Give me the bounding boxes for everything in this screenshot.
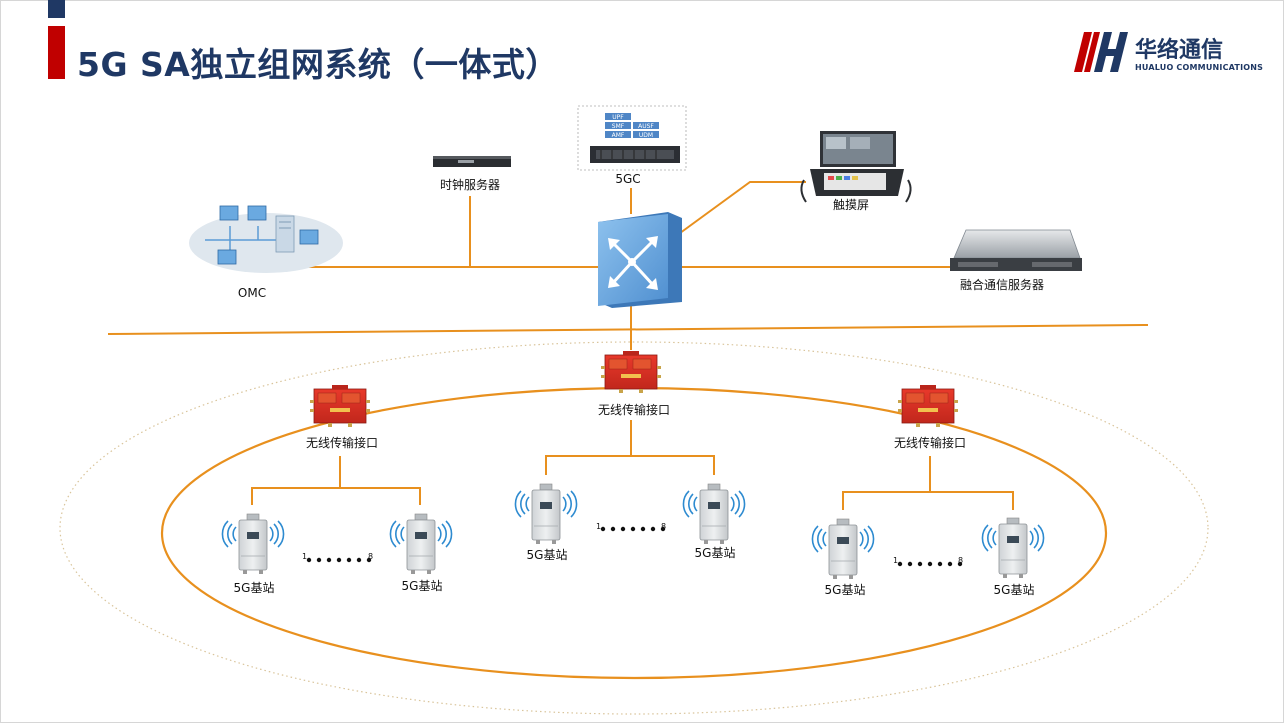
network-separator-line xyxy=(107,324,1149,335)
core-fn-amf: AMF xyxy=(612,132,625,139)
base-station-ellipsis xyxy=(306,557,372,563)
base-station-label: 5G基站 xyxy=(994,583,1035,597)
touch-screen-icon xyxy=(800,131,912,203)
base-station-icon xyxy=(682,483,746,545)
fusion-server-label: 融合通信服务器 xyxy=(960,277,1044,292)
wireless-interface-left-label: 无线传输接口 xyxy=(306,435,378,450)
base-station-range-start: 1 xyxy=(596,522,601,531)
omc-label: OMC xyxy=(238,286,266,300)
coverage-ring xyxy=(160,386,1108,680)
core-5gc-icon: UPF SMF AUSF AMF UDM xyxy=(577,105,687,171)
page-title: 5G SA独立组网系统（一体式） xyxy=(77,45,559,84)
coverage-outer-ellipse xyxy=(59,341,1209,715)
omc-icon xyxy=(189,205,343,273)
base-station-label: 5G基站 xyxy=(695,546,736,560)
clock-server-icon xyxy=(433,156,511,167)
base-station-range-start: 1 xyxy=(893,556,898,565)
base-station-label: 5G基站 xyxy=(825,583,866,597)
hualuo-logo-icon xyxy=(1074,32,1128,72)
base-station-icon xyxy=(811,518,875,580)
core-fn-udm: UDM xyxy=(639,132,653,139)
base-station-range-end: 8 xyxy=(958,556,963,565)
title-accent-navy xyxy=(48,0,65,18)
base-station-icon xyxy=(221,513,285,575)
brand-name-cn: 华络通信 xyxy=(1135,38,1224,63)
wireless-interface-right-icon xyxy=(897,384,959,428)
fusion-server-icon xyxy=(950,229,1082,271)
base-station-label: 5G基站 xyxy=(234,581,275,595)
touch-screen-label: 触摸屏 xyxy=(833,198,869,212)
core-fn-smf: SMF xyxy=(612,123,625,130)
core-fn-upf: UPF xyxy=(612,114,624,121)
core-switch-icon xyxy=(598,212,682,308)
wireless-interface-center-label: 无线传输接口 xyxy=(598,402,670,417)
base-station-ellipsis xyxy=(897,561,963,567)
base-station-icon xyxy=(514,483,578,545)
clock-server-label: 时钟服务器 xyxy=(440,177,500,192)
core-fn-ausf: AUSF xyxy=(638,123,654,130)
backbone-links xyxy=(251,181,1014,510)
base-station-range-start: 1 xyxy=(302,552,307,561)
wireless-interface-center-icon xyxy=(600,350,662,394)
base-station-range-end: 8 xyxy=(368,552,373,561)
base-station-label: 5G基站 xyxy=(527,548,568,562)
wireless-interface-left-icon xyxy=(309,384,371,428)
base-station-icon xyxy=(389,513,453,575)
base-station-icon xyxy=(981,517,1045,579)
wireless-interface-right-label: 无线传输接口 xyxy=(894,435,966,450)
core-5gc-label: 5GC xyxy=(615,172,640,186)
brand-logo: 华络通信 HUALUO COMMUNICATIONS xyxy=(1074,30,1263,76)
base-station-range-end: 8 xyxy=(661,522,666,531)
base-station-label: 5G基站 xyxy=(402,579,443,593)
title-accent-red xyxy=(48,26,65,79)
base-station-ellipsis xyxy=(600,526,666,532)
brand-name-en: HUALUO COMMUNICATIONS xyxy=(1135,63,1264,72)
